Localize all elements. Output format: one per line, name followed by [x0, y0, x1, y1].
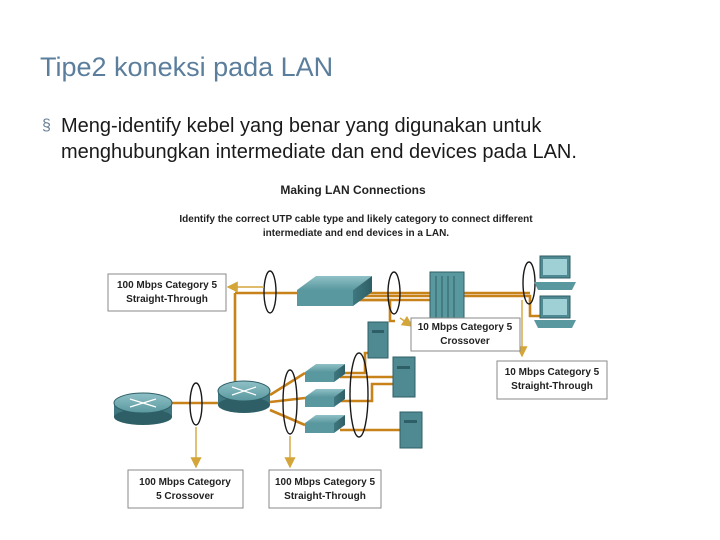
- server-rack: [429, 271, 465, 323]
- pc-bottom: [534, 295, 576, 328]
- slide-title: Tipe2 koneksi pada LAN: [40, 52, 334, 82]
- bullet-marker: §: [42, 117, 51, 134]
- svg-text:10 Mbps Category 5: 10 Mbps Category 5: [418, 322, 513, 333]
- server-tower-bottom: [399, 411, 423, 449]
- cable-router-to-switch3: [269, 408, 306, 427]
- bullet-point: § Meng-identify kebel yang benar yang di…: [42, 113, 692, 165]
- switch-stack: [305, 364, 345, 433]
- cable-markers: [189, 261, 536, 438]
- svg-text:100 Mbps Category 5: 100 Mbps Category 5: [117, 280, 217, 291]
- cable-switch2-to-server: [340, 382, 393, 403]
- svg-text:100 Mbps Category: 100 Mbps Category: [139, 477, 231, 488]
- bullet-text: Meng-identify kebel yang benar yang digu…: [61, 115, 577, 163]
- switch-top: [297, 276, 372, 306]
- diagram-title: Making LAN Connections: [280, 183, 426, 197]
- router-center: [217, 380, 271, 413]
- server-tower-top: [367, 321, 389, 359]
- cable-router-to-switch2: [269, 396, 306, 404]
- svg-text:Crossover: Crossover: [440, 336, 490, 347]
- svg-text:10 Mbps Category 5: 10 Mbps Category 5: [505, 367, 600, 378]
- router-left: [113, 392, 173, 425]
- pc-top: [534, 255, 576, 290]
- label-box-100-cat5-straight-top: 100 Mbps Category 5 Straight-Through: [107, 273, 227, 312]
- label-box-100-cat5-straight-bottom: 100 Mbps Category 5 Straight-Through: [268, 469, 382, 509]
- server-tower-middle: [392, 356, 416, 398]
- label-arrows: [190, 281, 528, 469]
- label-box-10-cat5-straight: 10 Mbps Category 5 Straight-Through: [496, 360, 608, 400]
- label-box-100-cat5-crossover: 100 Mbps Category 5 Crossover: [127, 469, 244, 509]
- svg-text:Straight-Through: Straight-Through: [284, 491, 366, 502]
- svg-text:Straight-Through: Straight-Through: [126, 294, 208, 305]
- cable-router-to-switch1: [269, 371, 306, 397]
- diagram-instruction-line1: Identify the correct UTP cable type and …: [179, 214, 533, 225]
- svg-text:5 Crossover: 5 Crossover: [156, 491, 214, 502]
- svg-text:100 Mbps Category 5: 100 Mbps Category 5: [275, 477, 375, 488]
- label-box-10-cat5-crossover: 10 Mbps Category 5 Crossover: [410, 317, 521, 352]
- diagram-instruction-line2: intermediate and end devices in a LAN.: [263, 228, 449, 239]
- svg-text:Straight-Through: Straight-Through: [511, 381, 593, 392]
